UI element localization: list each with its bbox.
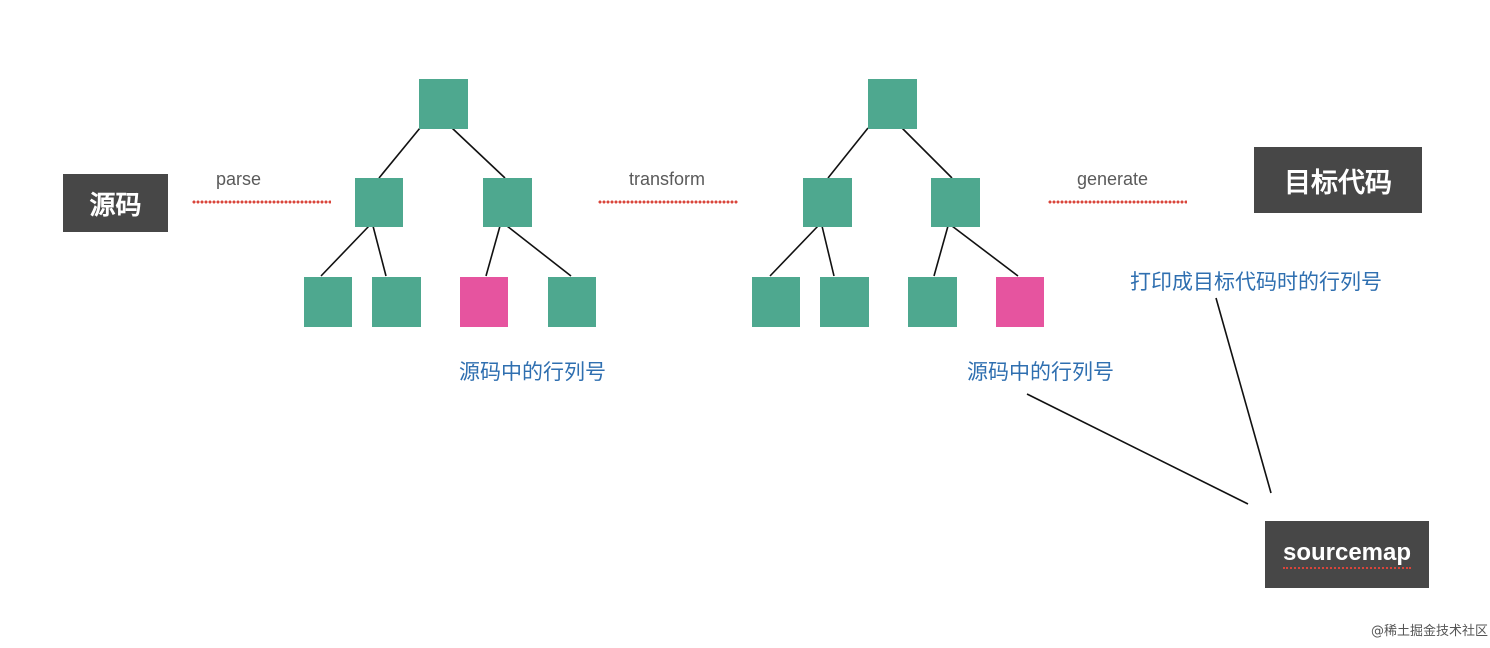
sourcemap-label: sourcemap xyxy=(1282,539,1412,569)
watermark: @稀土掘金技术社区 xyxy=(1371,624,1489,639)
sourcemap-connectors xyxy=(1026,297,1272,505)
connector-target-position xyxy=(1215,297,1272,494)
tree-1-edge xyxy=(451,127,506,179)
tree-2-edge xyxy=(769,225,819,277)
step-generate-underline xyxy=(1048,200,1187,205)
tree-1-edge xyxy=(485,225,501,277)
tree-node-highlighted xyxy=(460,277,508,327)
tree-2-edge xyxy=(951,225,1019,277)
tree-2-edge xyxy=(933,225,949,277)
tree-2-edges xyxy=(769,127,1019,277)
step-generate-label: generate xyxy=(1077,169,1149,189)
tree-node xyxy=(752,277,800,327)
tree-2 xyxy=(752,79,1044,327)
tree-node-highlighted xyxy=(996,277,1044,327)
tree-node xyxy=(372,277,421,327)
sourcemap-box: sourcemap xyxy=(1265,521,1429,588)
tree-2-edge xyxy=(901,127,953,179)
source-position-annotation-1: 源码中的行列号 xyxy=(459,360,606,384)
step-transform-underline xyxy=(598,200,738,205)
tree-node xyxy=(548,277,596,327)
tree-1 xyxy=(304,79,596,327)
tree-1-edge xyxy=(378,127,421,179)
connector-source-position xyxy=(1026,393,1249,505)
tree-1-edge xyxy=(372,225,387,277)
tree-node xyxy=(803,178,852,227)
target-position-annotation: 打印成目标代码时的行列号 xyxy=(1130,270,1382,294)
source-code-label: 源码 xyxy=(89,190,142,221)
step-parse-label: parse xyxy=(216,169,262,189)
step-transform-label: transform xyxy=(629,169,706,189)
tree-2-edge xyxy=(821,225,835,277)
source-code-box: 源码 xyxy=(63,174,168,232)
tree-1-edge xyxy=(320,225,370,277)
tree-node-root xyxy=(419,79,468,129)
tree-1-edge xyxy=(506,225,572,277)
tree-node xyxy=(304,277,352,327)
target-code-box: 目标代码 xyxy=(1254,147,1422,213)
tree-1-edges xyxy=(320,127,572,277)
tree-node xyxy=(908,277,957,327)
tree-node xyxy=(820,277,869,327)
tree-node xyxy=(931,178,980,227)
tree-2-edge xyxy=(827,127,869,179)
target-code-label: 目标代码 xyxy=(1284,167,1392,199)
tree-node xyxy=(355,178,403,227)
tree-node xyxy=(483,178,532,227)
source-position-annotation-2: 源码中的行列号 xyxy=(967,360,1114,384)
tree-node-root xyxy=(868,79,917,129)
step-parse-underline xyxy=(192,200,331,205)
